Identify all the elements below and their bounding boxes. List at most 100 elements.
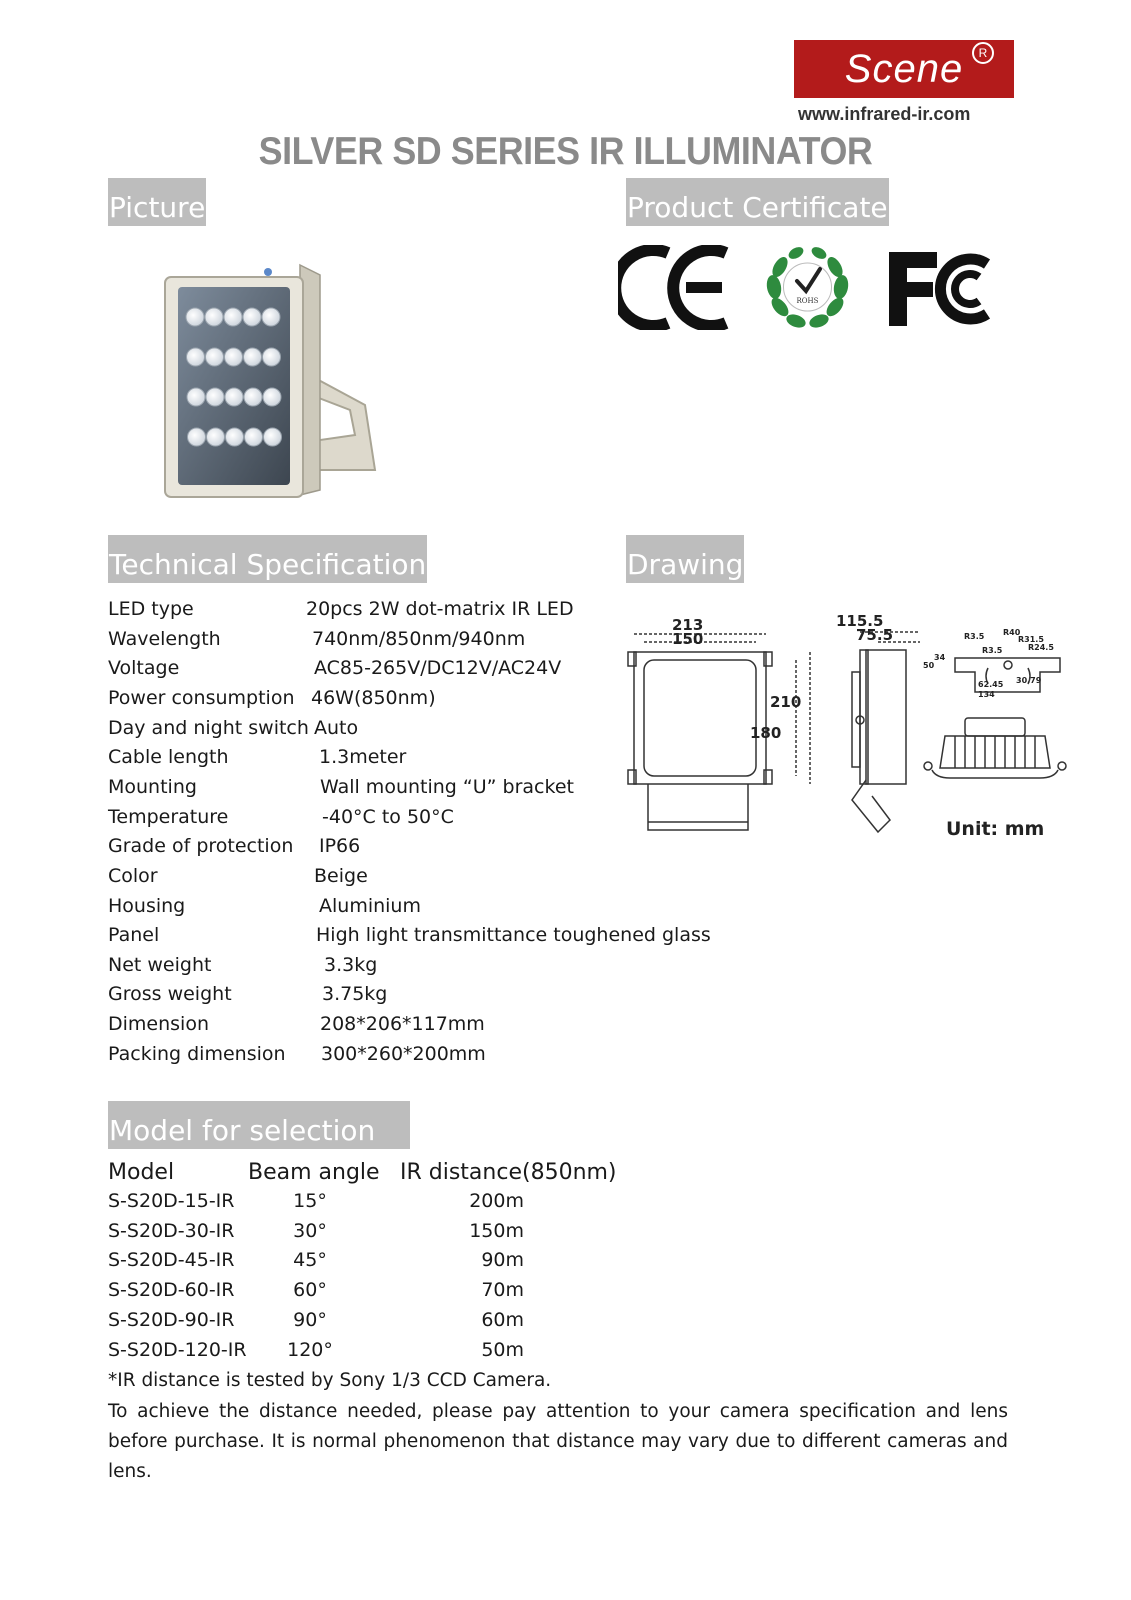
model-header-beam: Beam angle: [248, 1160, 380, 1185]
spec-value: 300*260*200mm: [321, 1042, 486, 1065]
spec-label: Packing dimension: [108, 1042, 286, 1065]
brand-name: Scene: [844, 46, 964, 91]
footnote: *IR distance is tested by Sony 1/3 CCD C…: [108, 1370, 552, 1391]
spec-label: Housing: [108, 894, 186, 917]
dim-front-outer-height: 210: [770, 693, 801, 711]
model-header-distance: IR distance(850nm): [400, 1160, 617, 1185]
spec-value: High light transmittance toughened glass: [316, 924, 711, 947]
drawing-unit-label: Unit: mm: [946, 818, 1045, 840]
model-cell-beam: 45°: [293, 1249, 327, 1272]
dim-bracket-w3: 134: [978, 690, 995, 699]
spec-value: -40°C to 50°C: [322, 805, 454, 828]
spec-value: 3.75kg: [322, 983, 388, 1006]
model-cell-name: S-S20D-30-IR: [108, 1219, 235, 1242]
model-cell-beam: 120°: [287, 1338, 333, 1361]
model-cell-name: S-S20D-45-IR: [108, 1249, 235, 1272]
spec-value: Auto: [314, 716, 359, 739]
spec-label: Grade of protection: [108, 835, 294, 858]
spec-label: Day and night switch: [108, 716, 309, 739]
website-url: www.infrared-ir.com: [798, 104, 971, 124]
dim-front-inner-width: 150: [672, 630, 703, 648]
dim-bracket-r2: R40: [1003, 628, 1021, 637]
spec-label: Power consumption: [108, 686, 295, 709]
led-lamp: [185, 307, 205, 327]
technical-drawing: 213 150 210 180 115.5 75.5 R3.5 R40 R31.…: [627, 612, 1067, 834]
model-cell-distance: 70m: [481, 1279, 524, 1302]
dim-bracket-w2: 30.79: [1016, 676, 1042, 685]
model-cell-beam: 15°: [293, 1190, 327, 1212]
led-lamp: [243, 347, 262, 367]
spec-value: 3.3kg: [324, 953, 378, 976]
dim-bracket-r1: R3.5: [964, 632, 985, 641]
dim-side-inner: 75.5: [856, 626, 893, 644]
spec-value: 208*206*117mm: [320, 1013, 485, 1036]
model-cell-distance: 50m: [481, 1338, 524, 1361]
spec-label: Temperature: [108, 805, 229, 828]
spec-value: 46W(850nm): [311, 686, 436, 709]
led-lamp: [205, 387, 225, 407]
model-cell-name: S-S20D-15-IR: [108, 1190, 235, 1212]
dim-side-outer: 115.5: [836, 612, 883, 630]
spec-label: Voltage: [108, 657, 180, 680]
dim-bracket-r3: R31.5: [1018, 635, 1044, 644]
model-cell-distance: 90m: [481, 1249, 524, 1272]
spec-label: Color: [108, 864, 158, 887]
fcc-icon: [889, 252, 991, 326]
spec-value: IP66: [319, 835, 361, 858]
led-lamp: [224, 347, 243, 367]
spec-label: Dimension: [108, 1013, 209, 1036]
led-lamp: [186, 347, 205, 367]
led-lamp: [244, 427, 263, 447]
rohs-icon: ROHS: [766, 247, 849, 328]
led-lamp: [223, 307, 243, 327]
spec-value: Beige: [314, 864, 368, 887]
led-lamp: [205, 347, 224, 367]
led-lamp: [262, 387, 282, 407]
dim-bracket-h2: 34: [934, 653, 946, 662]
led-lamp: [187, 427, 206, 447]
model-cell-name: S-S20D-120-IR: [108, 1338, 247, 1361]
dim-bracket-w1: 62.45: [978, 680, 1004, 689]
disclaimer-paragraph: To achieve the distance needed, please p…: [108, 1401, 1008, 1482]
model-cell-beam: 90°: [293, 1308, 327, 1331]
led-lamp: [242, 307, 262, 327]
model-cell-distance: 200m: [469, 1190, 524, 1212]
led-lamp: [243, 387, 263, 407]
spec-label: Wavelength: [108, 627, 221, 650]
spec-value: AC85-265V/DC12V/AC24V: [314, 657, 562, 680]
model-cell-beam: 60°: [293, 1279, 327, 1302]
led-lamp: [186, 387, 206, 407]
model-cell-distance: 60m: [481, 1308, 524, 1331]
section-models-header: Model for selection: [108, 1101, 410, 1149]
spec-value: Aluminium: [319, 894, 421, 917]
dim-bracket-r4: R24.5: [1028, 643, 1054, 652]
svg-text:ROHS: ROHS: [797, 297, 819, 305]
section-drawing-header: Drawing: [626, 535, 745, 583]
model-header-model: Model: [108, 1160, 175, 1185]
led-lamp: [261, 307, 281, 327]
spec-label: LED type: [108, 598, 194, 620]
model-cell-beam: 30°: [293, 1219, 327, 1242]
page-title: SILVER SD SERIES IR ILLUMINATOR: [258, 130, 873, 173]
spec-value: 1.3meter: [319, 746, 407, 769]
dim-bracket-h1: 50: [923, 661, 935, 670]
led-lamp: [204, 307, 224, 327]
spec-label: Cable length: [108, 746, 229, 769]
dim-bracket-r5: R3.5: [982, 646, 1003, 655]
model-cell-name: S-S20D-90-IR: [108, 1308, 235, 1331]
dim-front-outer-width: 213: [672, 616, 703, 634]
model-cell-distance: 150m: [469, 1219, 524, 1242]
spec-label: Mounting: [108, 775, 197, 798]
registered-mark: R: [972, 42, 994, 64]
led-lamp: [206, 427, 225, 447]
spec-label: Panel: [108, 924, 160, 947]
spec-value: Wall mounting “U” bracket: [320, 775, 574, 798]
model-cell-name: S-S20D-60-IR: [108, 1279, 235, 1302]
spec-value: 740nm/850nm/940nm: [312, 627, 526, 650]
spec-label: Gross weight: [108, 983, 232, 1006]
product-photo: [164, 263, 377, 498]
led-lamp: [224, 387, 244, 407]
brand-logo: Scene R: [794, 40, 1014, 98]
led-lamp: [263, 427, 282, 447]
section-techspec-header: Technical Specification: [108, 535, 428, 583]
